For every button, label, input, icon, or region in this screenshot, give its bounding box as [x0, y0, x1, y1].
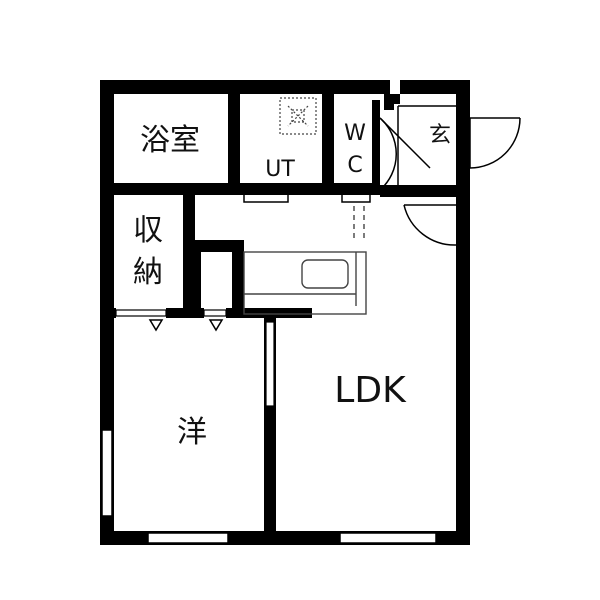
label-wc-c: C	[347, 153, 362, 178]
wall-top-left	[100, 80, 390, 94]
wall-top-right	[400, 80, 470, 94]
label-entrance: 玄	[429, 123, 451, 148]
label-storage-2: 納	[133, 255, 163, 290]
wall-entrance-stub-2	[394, 94, 400, 104]
window-bottom-left	[147, 532, 229, 544]
wall-right-upper	[456, 80, 470, 185]
wall-bath-right	[228, 94, 240, 195]
counter-outline	[243, 251, 367, 315]
wall-closet-top	[183, 240, 243, 252]
wall-storage-right	[183, 195, 195, 313]
label-ut: UT	[265, 157, 295, 182]
room-labels: 浴室 UT W C 玄 収 納 洋 LDK	[133, 121, 451, 450]
ldk-door-swing	[403, 204, 457, 246]
label-bath: 浴室	[140, 123, 200, 158]
sliding-door-western[interactable]	[265, 321, 275, 407]
wall-wc-right	[372, 100, 380, 195]
kitchen-sink	[301, 259, 349, 289]
closet-door-right[interactable]	[203, 309, 227, 317]
interior-walls	[100, 94, 470, 545]
wall-ut-right	[322, 94, 334, 195]
label-ldk: LDK	[334, 370, 407, 411]
closet-door-left[interactable]	[115, 309, 167, 317]
wall-storage-bottom-mid	[166, 308, 204, 318]
windows	[101, 141, 437, 544]
wall-right-lower	[456, 185, 470, 545]
wall-closet-mid	[195, 252, 201, 312]
wall-wet-bottom-right	[380, 185, 470, 197]
label-wc-w: W	[344, 121, 366, 146]
wall-storage-bottom-right	[226, 308, 276, 318]
closet-doors[interactable]	[115, 309, 227, 332]
kitchen-counter	[243, 206, 367, 315]
entrance-door[interactable]	[379, 105, 521, 246]
wall-storage-bottom-left	[100, 308, 116, 318]
wall-kitchen-bottom	[276, 308, 312, 318]
wall-closet-right	[232, 240, 244, 316]
label-western: 洋	[177, 415, 207, 450]
window-bottom-right	[339, 532, 437, 544]
wc-door-swing	[379, 117, 397, 191]
wall-entrance-stub	[384, 94, 394, 110]
window-left	[101, 429, 113, 517]
entry-door-swing	[469, 117, 521, 169]
label-storage-1: 収	[133, 213, 163, 248]
closet-door-marker-right	[208, 319, 224, 332]
washer-pan	[279, 97, 317, 135]
closet-door-marker-left	[148, 319, 164, 332]
